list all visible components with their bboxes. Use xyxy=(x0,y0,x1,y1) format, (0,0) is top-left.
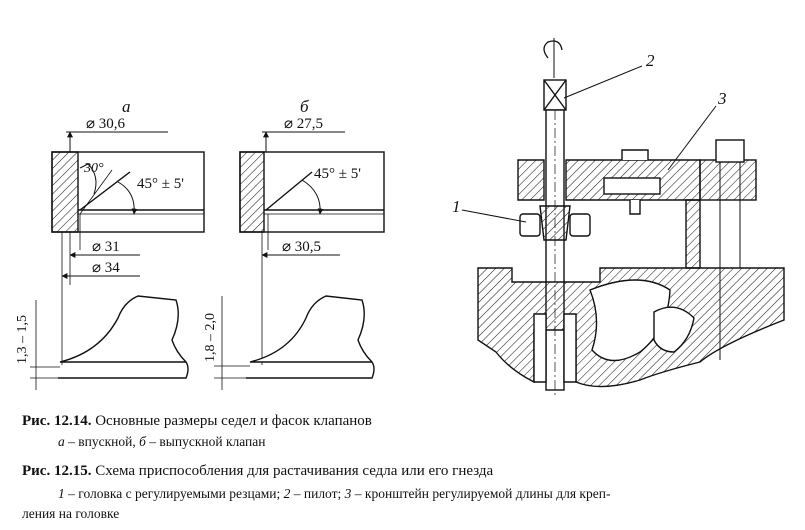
boring-fixture-diagram: 1 2 3 xyxy=(452,38,785,395)
dim-d30-6: ⌀ 30,6 xyxy=(86,116,126,132)
caption-2-k3: 3 xyxy=(344,486,352,501)
callout-3: 3 xyxy=(717,89,727,108)
caption-2-t2: – пилот; xyxy=(290,486,345,501)
caption-1-legend: а – впускной, б – выпускной клапан xyxy=(58,434,266,450)
callout-2: 2 xyxy=(646,51,655,70)
angle-45-a: 45° ± 5' xyxy=(137,176,184,192)
angle-30: 30° xyxy=(83,161,104,176)
angle-45-b: 45° ± 5' xyxy=(314,166,361,182)
seat-diagram-intake: а ⌀ 30,6 30° 45° ± 5' ⌀ 31 ⌀ 34 1,3 – 1,… xyxy=(15,97,205,390)
seat-diagram-exhaust: б ⌀ 27,5 45° ± 5' ⌀ 30,5 1,8 – 2,0 xyxy=(203,97,385,390)
caption-1-number: Рис. 12.14. xyxy=(22,413,92,429)
dim-d34: ⌀ 34 xyxy=(92,260,120,276)
dim-d27-5: ⌀ 27,5 xyxy=(284,116,323,132)
caption-2-k1: 1 xyxy=(58,486,65,501)
label-a: а xyxy=(122,97,131,116)
caption-1-b-text: – выпускной клапан xyxy=(145,434,266,449)
caption-2-number: Рис. 12.15. xyxy=(22,463,92,479)
caption-fig-12-14: Рис. 12.14. Основные размеры седел и фас… xyxy=(22,412,372,430)
caption-1-title: Основные размеры седел и фасок клапанов xyxy=(91,413,372,429)
caption-2-t3: – кронштейн регулируемой длины для креп- xyxy=(351,486,611,501)
caption-1-b-key: б xyxy=(139,434,146,449)
caption-2-t1: – головка с регулируемыми резцами; xyxy=(64,486,284,501)
caption-2-title: Схема приспособления для растачивания се… xyxy=(91,463,494,479)
figure-drawing: а ⌀ 30,6 30° 45° ± 5' ⌀ 31 ⌀ 34 1,3 – 1,… xyxy=(15,38,785,395)
caption-2-k2: 2 xyxy=(283,486,291,501)
rotation-arrow-icon xyxy=(543,40,563,59)
dim-height-a: 1,3 – 1,5 xyxy=(15,315,30,364)
caption-2-line2: ления на головке xyxy=(22,506,120,521)
dim-d31: ⌀ 31 xyxy=(92,239,120,255)
caption-1-a-key: а xyxy=(58,434,65,449)
dim-height-b: 1,8 – 2,0 xyxy=(203,313,218,362)
caption-1-a-text: – впускной, xyxy=(64,434,140,449)
caption-2-legend: 1 – головка с регулируемыми резцами; 2 –… xyxy=(58,486,610,502)
callout-1: 1 xyxy=(452,197,461,216)
caption-fig-12-15: Рис. 12.15. Схема приспособления для рас… xyxy=(22,462,493,480)
dim-d30-5: ⌀ 30,5 xyxy=(282,239,321,255)
label-b: б xyxy=(300,97,309,116)
